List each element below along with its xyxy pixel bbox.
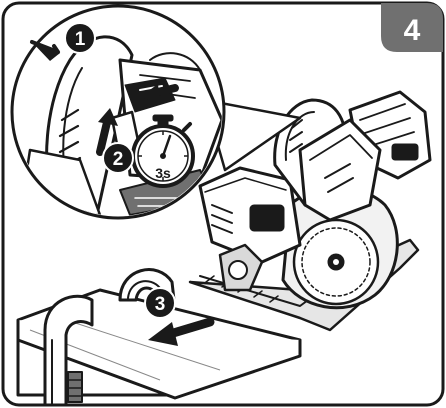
callout-3: 3 (144, 287, 176, 319)
callout-2: 2 (102, 142, 134, 174)
step-number-badge: 4 (381, 3, 443, 52)
callout-3-label: 3 (155, 294, 166, 315)
callout-1-label: 1 (75, 29, 86, 50)
step-number-label: 4 (404, 14, 421, 47)
timer-label: 3s (155, 165, 171, 181)
bench-clamp-left (43, 294, 94, 407)
stopwatch-hand (161, 134, 172, 158)
circular-saw-illustration (188, 90, 432, 332)
arrow-step-3 (148, 317, 215, 346)
stopwatch-icon (131, 114, 195, 188)
callout-1: 1 (64, 22, 96, 54)
callout-2-label: 2 (113, 149, 124, 170)
